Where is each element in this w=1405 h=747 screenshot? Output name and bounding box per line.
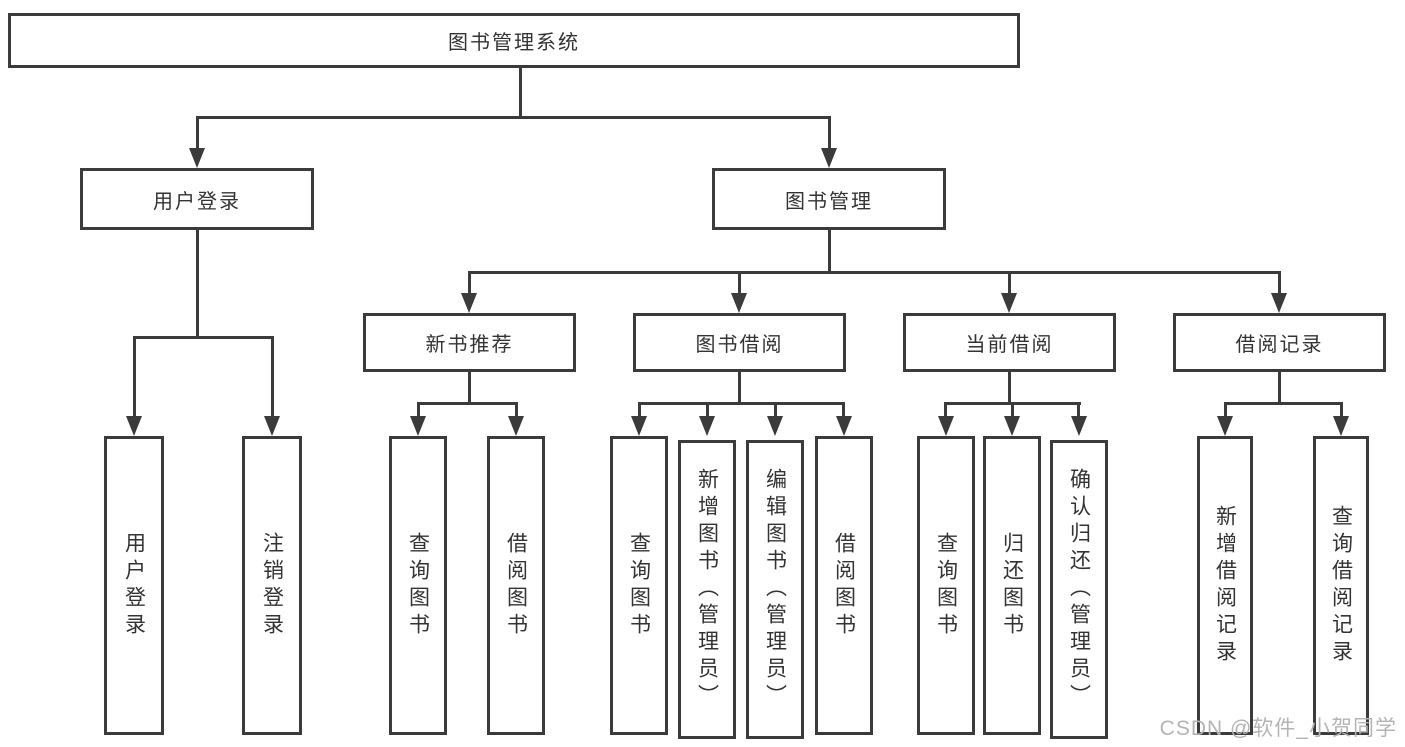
arrowhead-icon — [1333, 416, 1349, 436]
arrowhead-icon — [731, 293, 747, 313]
node-user-login: 用户登录 — [80, 168, 314, 230]
connector-line — [944, 402, 947, 416]
node-book-management: 图书管理 — [712, 168, 946, 230]
connector-line — [738, 271, 741, 293]
node-label: 图书管理系统 — [448, 32, 580, 54]
leaf-label: 新增图书（管理员） — [695, 468, 719, 711]
arrowhead-icon — [631, 416, 647, 436]
node-library-system: 图书管理系统 — [8, 13, 1020, 68]
arrowhead-icon — [508, 416, 524, 436]
connector-line — [1224, 402, 1227, 416]
leaf-query-books-2: 查询图书 — [610, 436, 668, 735]
arrowhead-icon — [264, 416, 280, 436]
arrowhead-icon — [1001, 293, 1017, 313]
leaf-label: 注销登录 — [260, 531, 284, 640]
connector-line — [1077, 402, 1080, 416]
arrowhead-icon — [1004, 416, 1020, 436]
connector-line — [638, 402, 641, 416]
leaf-query-books-1: 查询图书 — [389, 436, 447, 735]
leaf-label: 用户登录 — [122, 531, 146, 640]
connector-line — [1278, 371, 1281, 405]
node-label: 图书借阅 — [695, 334, 784, 356]
leaf-edit-books-admin: 编辑图书（管理员） — [746, 440, 804, 739]
node-label: 图书管理 — [785, 190, 873, 213]
connector-line — [133, 336, 136, 416]
arrowhead-icon — [938, 416, 954, 436]
connector-line — [1224, 402, 1343, 405]
connector-line — [638, 402, 845, 405]
leaf-add-borrow-record: 新增借阅记录 — [1197, 436, 1253, 735]
connector-line — [417, 402, 518, 405]
arrowhead-icon — [1217, 416, 1233, 436]
leaf-label: 借阅图书 — [832, 531, 856, 640]
node-current-borrowing: 当前借阅 — [903, 313, 1116, 372]
arrowhead-icon — [410, 416, 426, 436]
leaf-user-login: 用户登录 — [104, 436, 164, 735]
leaf-borrow-books-1: 借阅图书 — [487, 436, 545, 735]
connector-line — [738, 371, 741, 405]
connector-line — [828, 116, 831, 148]
connector-line — [468, 371, 471, 405]
leaf-confirm-return-admin: 确认归还（管理员） — [1050, 440, 1108, 739]
leaf-borrow-books-2: 借阅图书 — [815, 436, 873, 735]
arrowhead-icon — [126, 416, 142, 436]
arrowhead-icon — [1271, 293, 1287, 313]
leaf-label: 新增借阅记录 — [1213, 504, 1237, 667]
node-label: 用户登录 — [153, 190, 241, 213]
leaf-query-books-3: 查询图书 — [917, 436, 975, 735]
node-book-borrowing: 图书借阅 — [633, 313, 846, 372]
node-borrowing-records: 借阅记录 — [1173, 313, 1386, 372]
leaf-label: 查询图书 — [406, 531, 430, 640]
connector-line — [1008, 371, 1011, 405]
connector-line — [774, 402, 777, 416]
watermark-text: CSDN @软件_小贺同学 — [1159, 717, 1397, 740]
connector-line — [706, 402, 709, 416]
connector-line — [468, 271, 471, 293]
leaf-add-books-admin: 新增图书（管理员） — [678, 440, 736, 739]
arrowhead-icon — [836, 416, 852, 436]
connector-line — [271, 336, 274, 416]
leaf-label: 确认归还（管理员） — [1067, 468, 1091, 711]
arrowhead-icon — [189, 148, 205, 168]
arrowhead-icon — [461, 293, 477, 313]
leaf-label: 编辑图书（管理员） — [763, 468, 787, 711]
leaf-return-books: 归还图书 — [983, 436, 1041, 735]
leaf-logout: 注销登录 — [242, 436, 302, 735]
connector-line — [1340, 402, 1343, 416]
leaf-label: 查询借阅记录 — [1329, 504, 1353, 667]
leaf-label: 借阅图书 — [504, 531, 528, 640]
arrowhead-icon — [1071, 416, 1087, 436]
connector-line — [468, 271, 1281, 274]
connector-line — [196, 116, 831, 119]
node-new-book-recommend: 新书推荐 — [363, 313, 576, 372]
connector-line — [828, 229, 831, 274]
connector-line — [196, 116, 199, 148]
node-label: 新书推荐 — [425, 334, 514, 356]
arrowhead-icon — [821, 148, 837, 168]
leaf-label: 查询图书 — [934, 531, 958, 640]
connector-line — [842, 402, 845, 416]
connector-line — [133, 336, 274, 339]
node-label: 当前借阅 — [965, 334, 1054, 356]
node-label: 借阅记录 — [1235, 334, 1324, 356]
arrowhead-icon — [767, 416, 783, 436]
connector-line — [1278, 271, 1281, 293]
connector-line — [1011, 402, 1014, 416]
connector-line — [417, 402, 420, 416]
connector-line — [196, 229, 199, 339]
leaf-query-borrow-record: 查询借阅记录 — [1313, 436, 1369, 735]
connector-line — [1008, 271, 1011, 293]
leaf-label: 查询图书 — [627, 531, 651, 640]
connector-line — [519, 66, 522, 119]
connector-line — [515, 402, 518, 416]
leaf-label: 归还图书 — [1000, 531, 1024, 640]
arrowhead-icon — [699, 416, 715, 436]
